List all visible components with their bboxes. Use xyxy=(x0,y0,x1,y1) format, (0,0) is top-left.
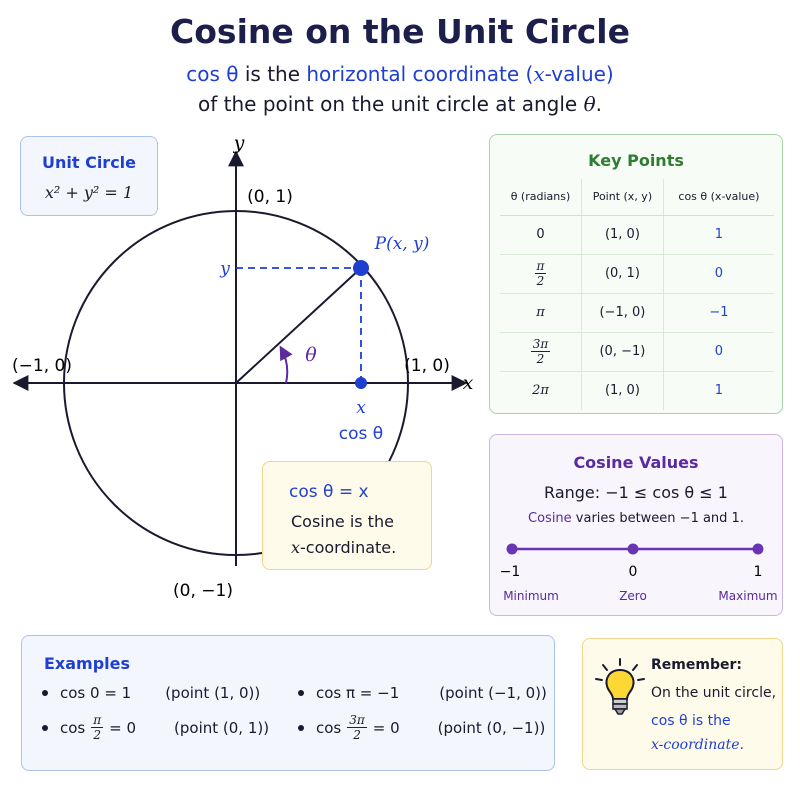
point-cell: (1, 0) xyxy=(581,215,664,255)
radius-line xyxy=(235,267,362,384)
table-header: θ (radians) xyxy=(500,179,582,216)
label-top: (0, 1) xyxy=(247,187,293,207)
angle-label: θ xyxy=(305,344,317,366)
cos-cell: −1 xyxy=(663,293,774,333)
tick-label: 0 xyxy=(629,564,638,580)
label-right: (1, 0) xyxy=(404,356,450,376)
cosine-values-box: Cosine Values Range: −1 ≤ cos θ ≤ 1 Cosi… xyxy=(489,434,783,616)
unit-circle-box: Unit Circle x² + y² = 1 xyxy=(20,136,158,216)
y-marker-label: y xyxy=(219,259,230,279)
cos-cell: 1 xyxy=(663,215,774,255)
examples-heading: Examples xyxy=(44,654,131,673)
theta-cell: 0 xyxy=(500,215,582,255)
cosine-vary-text: Cosine varies between −1 and 1. xyxy=(528,511,744,526)
cosine-range: Range: −1 ≤ cos θ ≤ 1 xyxy=(544,483,728,502)
x-axis-label: x xyxy=(463,372,474,394)
formula-line-1: Cosine is the xyxy=(291,512,394,531)
cos-cell: 0 xyxy=(663,254,774,294)
key-points-box: Key Points θ (radians) Point (x, y) cos … xyxy=(489,134,783,414)
unit-circle-equation: x² + y² = 1 xyxy=(44,183,134,202)
table-row: π (−1, 0) −1 xyxy=(500,293,774,333)
x-point xyxy=(355,377,367,389)
label-left: (−1, 0) xyxy=(12,356,72,376)
remember-line-2: cos θ is the xyxy=(651,713,731,729)
cosine-values-heading: Cosine Values xyxy=(573,453,699,472)
bullet-icon xyxy=(42,690,48,696)
point-p-label: P(x, y) xyxy=(374,234,430,254)
example-item: cos π = −1 (point (−1, 0)) xyxy=(298,684,547,702)
key-points-heading: Key Points xyxy=(588,151,684,170)
cos-cell: 1 xyxy=(714,383,724,399)
tick-label: −1 xyxy=(500,564,521,580)
x-marker-label: x xyxy=(356,398,366,418)
tick-caption: Zero xyxy=(619,589,647,603)
point-cell: (0, 1) xyxy=(581,254,664,294)
bullet-icon xyxy=(298,724,304,731)
point-cell: (1, 0) xyxy=(581,371,664,410)
tick-label: 1 xyxy=(754,564,763,580)
tick-caption: Maximum xyxy=(718,589,777,603)
unit-circle-heading: Unit Circle xyxy=(41,153,137,172)
bullet-icon xyxy=(42,724,48,731)
cos-marker-label: cos θ xyxy=(339,424,383,444)
cosine-range-line: −1 0 1 Minimum Zero Maximum xyxy=(500,543,778,603)
example-item: cos 0 = 1 (point (1, 0)) xyxy=(42,684,260,702)
table-row: 2π (1, 0) 1 xyxy=(500,371,774,410)
point-p xyxy=(353,260,369,276)
range-dot-zero xyxy=(627,543,639,555)
point-cell: (0, −1) xyxy=(581,332,664,372)
table-header: cos θ (x-value) xyxy=(663,179,774,216)
point-cell: (−1, 0) xyxy=(581,293,664,333)
table-header: Point (x, y) xyxy=(581,179,664,216)
angle-arc xyxy=(279,345,293,384)
remember-line-3: x-coordinate. xyxy=(651,737,744,753)
page-title: Cosine on the Unit Circle xyxy=(170,12,630,51)
subtitle-line-1: cos θ is the horizontal coordinate (x-va… xyxy=(186,62,614,86)
remember-heading: Remember: xyxy=(651,657,742,673)
key-points-table: θ (radians) Point (x, y) cos θ (x-value)… xyxy=(500,179,774,410)
theta-cell: π xyxy=(500,293,582,333)
table-header-row: θ (radians) Point (x, y) cos θ (x-value) xyxy=(500,179,774,216)
range-dot-min xyxy=(506,543,518,555)
table-row: 0 (1, 0) 1 xyxy=(500,215,774,255)
formula-box: cos θ = x Cosine is the x-coordinate. xyxy=(262,461,432,570)
tick-caption: Minimum xyxy=(503,589,559,603)
bullet-icon xyxy=(298,690,304,696)
label-bottom: (0, −1) xyxy=(173,581,233,601)
remember-line-1: On the unit circle, xyxy=(651,685,777,701)
y-axis-label: y xyxy=(233,132,245,154)
formula-text: cos θ = x xyxy=(289,482,369,502)
formula-line-2: x-coordinate. xyxy=(291,538,397,557)
cos-cell: 0 xyxy=(663,332,774,372)
remember-box: Remember: On the unit circle, cos θ is t… xyxy=(582,638,783,770)
range-dot-max xyxy=(752,543,764,555)
lightbulb-icon xyxy=(595,658,645,715)
examples-box: Examples cos 0 = 1 (point (1, 0)) cos π … xyxy=(21,635,555,771)
theta-cell: 2π xyxy=(500,371,582,410)
subtitle-line-2: of the point on the unit circle at angle… xyxy=(198,92,602,116)
